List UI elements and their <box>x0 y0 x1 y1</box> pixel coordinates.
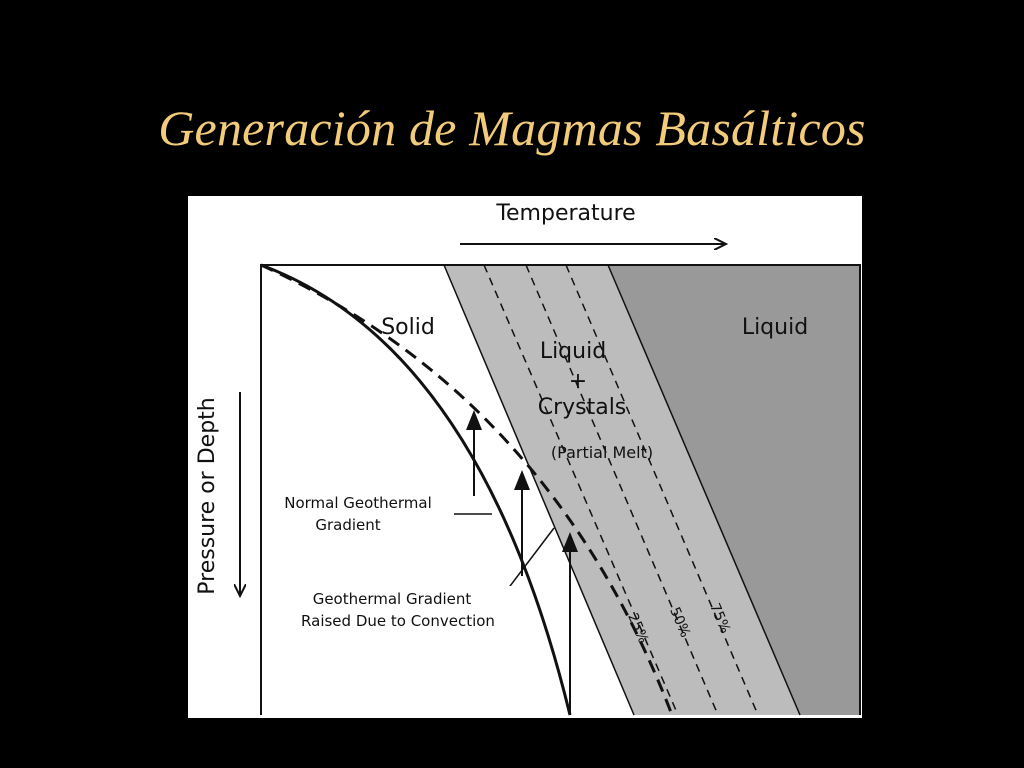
liquid-crystals-label-line3: Crystals <box>538 395 627 420</box>
normal-gradient-label-line2: Gradient <box>315 516 380 534</box>
liquid-crystals-label-line2: + <box>569 369 587 394</box>
convection-arrowhead-3-icon <box>562 532 578 552</box>
raised-geotherm-curve <box>260 263 674 716</box>
diagram-frame <box>260 264 861 715</box>
phase-diagram: Temperature Pressure or Depth <box>188 196 862 718</box>
melt-75-line <box>565 264 759 716</box>
solidus-line <box>443 264 635 716</box>
normal-gradient-label-bg <box>266 490 454 538</box>
solid-label: Solid <box>381 315 435 340</box>
liquid-label: Liquid <box>742 315 808 340</box>
slide-title: Generación de Magmas Basálticos <box>158 100 866 156</box>
convection-arrowhead-2-icon <box>514 470 530 490</box>
convection-arrowhead-1-icon <box>466 410 482 430</box>
raised-gradient-label-bg <box>272 586 522 632</box>
melt-25-line <box>483 264 679 716</box>
partial-melt-label: (Partial Melt) <box>551 443 653 462</box>
pressure-depth-axis-label: Pressure or Depth <box>195 397 220 594</box>
melt-50-line <box>525 264 719 716</box>
raised-gradient-label-line2: Raised Due to Convection <box>301 612 495 630</box>
liquid-zone <box>608 265 860 715</box>
liquid-crystals-label-line1: Liquid <box>540 339 606 364</box>
liquidus-line <box>607 264 801 716</box>
raised-gradient-label-line1: Geothermal Gradient <box>313 590 472 608</box>
normal-gradient-label-line1: Normal Geothermal <box>284 494 432 512</box>
temperature-axis-label: Temperature <box>495 201 635 226</box>
